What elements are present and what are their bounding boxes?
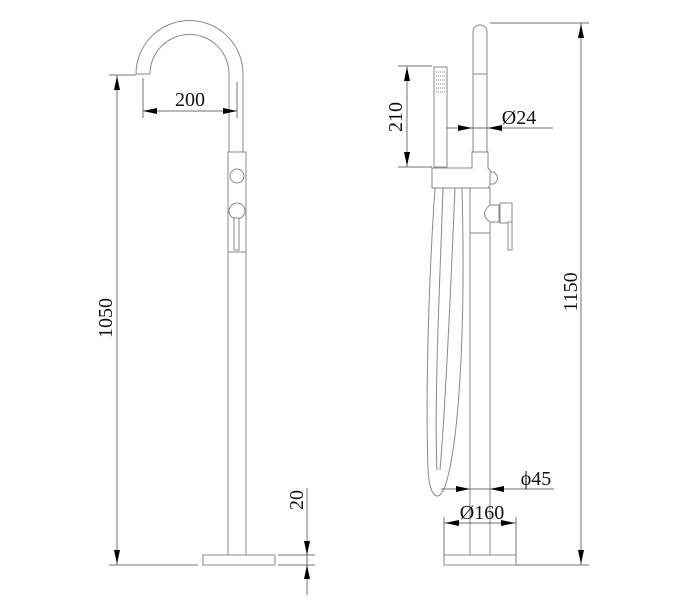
arrow-icon	[578, 550, 584, 564]
arrow-icon	[458, 125, 472, 131]
front-view: 200 1050 20	[95, 20, 315, 595]
reach-label: 200	[175, 89, 205, 111]
arrow-icon	[445, 520, 459, 526]
spout-inner	[149, 34, 230, 152]
side-view: 210 Ø24 ϕ45 Ø160 1150	[385, 22, 589, 566]
arrow-icon	[114, 550, 120, 564]
diverter-knob	[229, 168, 245, 184]
base-thickness-label: 20	[286, 490, 308, 510]
arrow-icon	[490, 486, 504, 492]
base-plate	[443, 554, 517, 566]
lever-handle	[233, 217, 240, 251]
arrow-icon	[488, 125, 502, 131]
arrow-icon	[223, 108, 237, 114]
hose-inner-2	[439, 187, 456, 471]
hand-shower	[433, 66, 448, 168]
arrow-icon	[501, 520, 515, 526]
arrow-icon	[114, 76, 120, 90]
arrow-icon	[143, 108, 157, 114]
handle-hub	[484, 204, 500, 223]
hose-outer	[426, 187, 464, 497]
height-label: 1050	[95, 298, 117, 338]
base-plate	[202, 554, 276, 566]
spout-outer	[135, 20, 244, 152]
rod-diameter-label: Ø24	[502, 107, 536, 129]
handshower-length-label: 210	[385, 102, 407, 132]
column-diameter-label: ϕ45	[521, 468, 552, 490]
arrow-icon	[404, 152, 410, 166]
handle-cap	[499, 202, 513, 224]
arrow-icon	[404, 67, 410, 81]
arrow-icon	[304, 565, 310, 579]
arrow-icon	[456, 486, 470, 492]
shower-nozzles	[436, 71, 445, 93]
base-diameter-label: Ø160	[460, 502, 504, 524]
arrow-icon	[304, 541, 310, 555]
upper-rod	[472, 24, 488, 155]
total-height-label: 1150	[560, 272, 582, 311]
lever-handle	[507, 221, 513, 251]
arrow-icon	[578, 24, 584, 38]
mixer-body	[227, 151, 247, 253]
hose-inner-1	[435, 187, 444, 471]
diverter-button	[489, 171, 498, 185]
